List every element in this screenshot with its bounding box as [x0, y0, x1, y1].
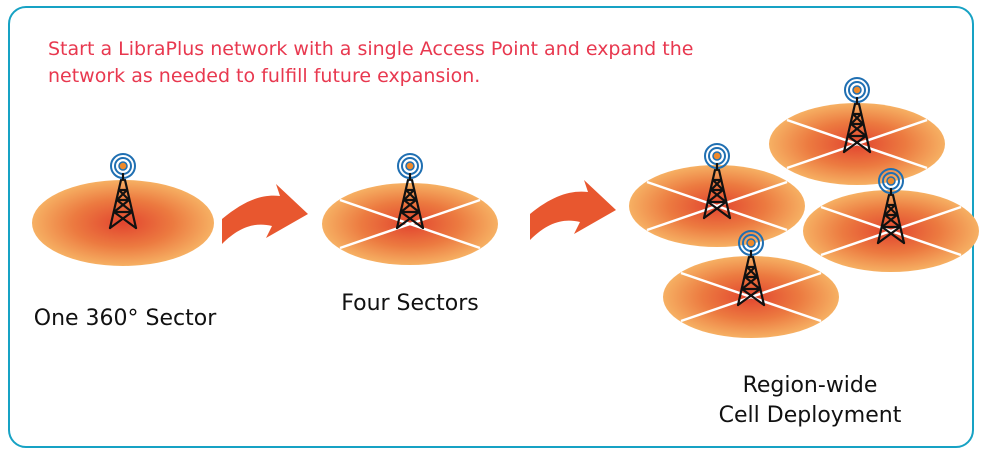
region-label-line1: Region-wide — [742, 373, 878, 398]
arrow-right-icon — [530, 180, 616, 240]
single-sector-cell — [32, 152, 214, 266]
single-sector-label: One 360° Sector — [33, 306, 217, 331]
region-label-line2: Cell Deployment — [718, 403, 902, 428]
region-cell-bottom — [663, 229, 839, 338]
region-cell-top — [769, 76, 945, 185]
arrow-right-icon — [222, 184, 308, 244]
four-sector-cell — [322, 152, 498, 265]
intro-text: Start a LibraPlus network with a single … — [48, 38, 694, 87]
region-cell-right — [803, 167, 979, 272]
region-cell-left — [629, 142, 805, 247]
four-sectors-label: Four Sectors — [341, 291, 479, 316]
